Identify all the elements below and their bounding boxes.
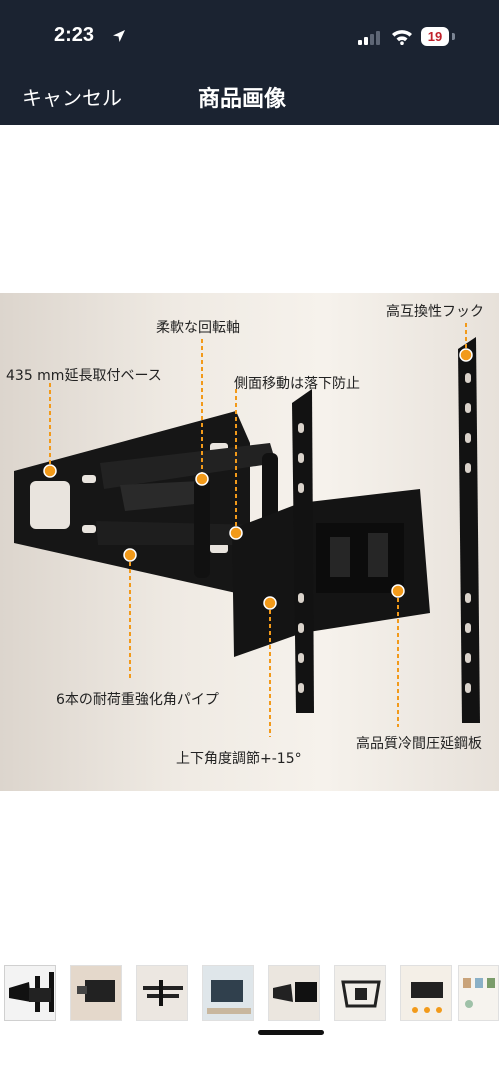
thumbnail-6[interactable] — [334, 965, 386, 1021]
thumbnail-strip[interactable] — [0, 965, 499, 1027]
cellular-signal-icon — [358, 30, 380, 49]
thumbnail-7[interactable] — [400, 965, 452, 1021]
thumbnail-1[interactable] — [4, 965, 56, 1021]
status-bar: 2:23 19 — [0, 0, 499, 72]
callout-swivel: 柔軟な回転軸 — [156, 320, 240, 336]
thumbnail-3[interactable] — [136, 965, 188, 1021]
clock: 2:23 — [54, 24, 95, 46]
callout-pipes: 6本の耐荷重強化角パイプ — [56, 692, 219, 708]
tv-wall-mount-illustration — [14, 323, 480, 737]
cancel-button[interactable]: キャンセル — [22, 86, 122, 110]
location-arrow-icon — [112, 28, 126, 47]
thumbnail-4[interactable] — [202, 965, 254, 1021]
thumbnail-2[interactable] — [70, 965, 122, 1021]
thumbnail-8[interactable] — [458, 965, 499, 1021]
callout-base: 435 mm延長取付ベース — [6, 368, 162, 384]
thumbnail-5[interactable] — [268, 965, 320, 1021]
callout-plate: 高品質冷間圧延鋼板 — [356, 736, 482, 752]
battery-cap — [452, 33, 455, 40]
battery-icon: 19 — [421, 27, 449, 46]
callout-hook: 高互換性フック — [386, 304, 484, 320]
wifi-icon — [391, 28, 413, 49]
scroll-indicator — [258, 1030, 324, 1035]
callout-slide: 側面移動は落下防止 — [234, 376, 360, 392]
page-title: 商品画像 — [198, 87, 287, 112]
product-image[interactable]: 柔軟な回転軸 高互換性フック 435 mm延長取付ベース 側面移動は落下防止 6… — [0, 293, 499, 791]
nav-bar: キャンセル 商品画像 — [0, 72, 499, 125]
callout-tilt: 上下角度調節+-15° — [176, 751, 302, 767]
